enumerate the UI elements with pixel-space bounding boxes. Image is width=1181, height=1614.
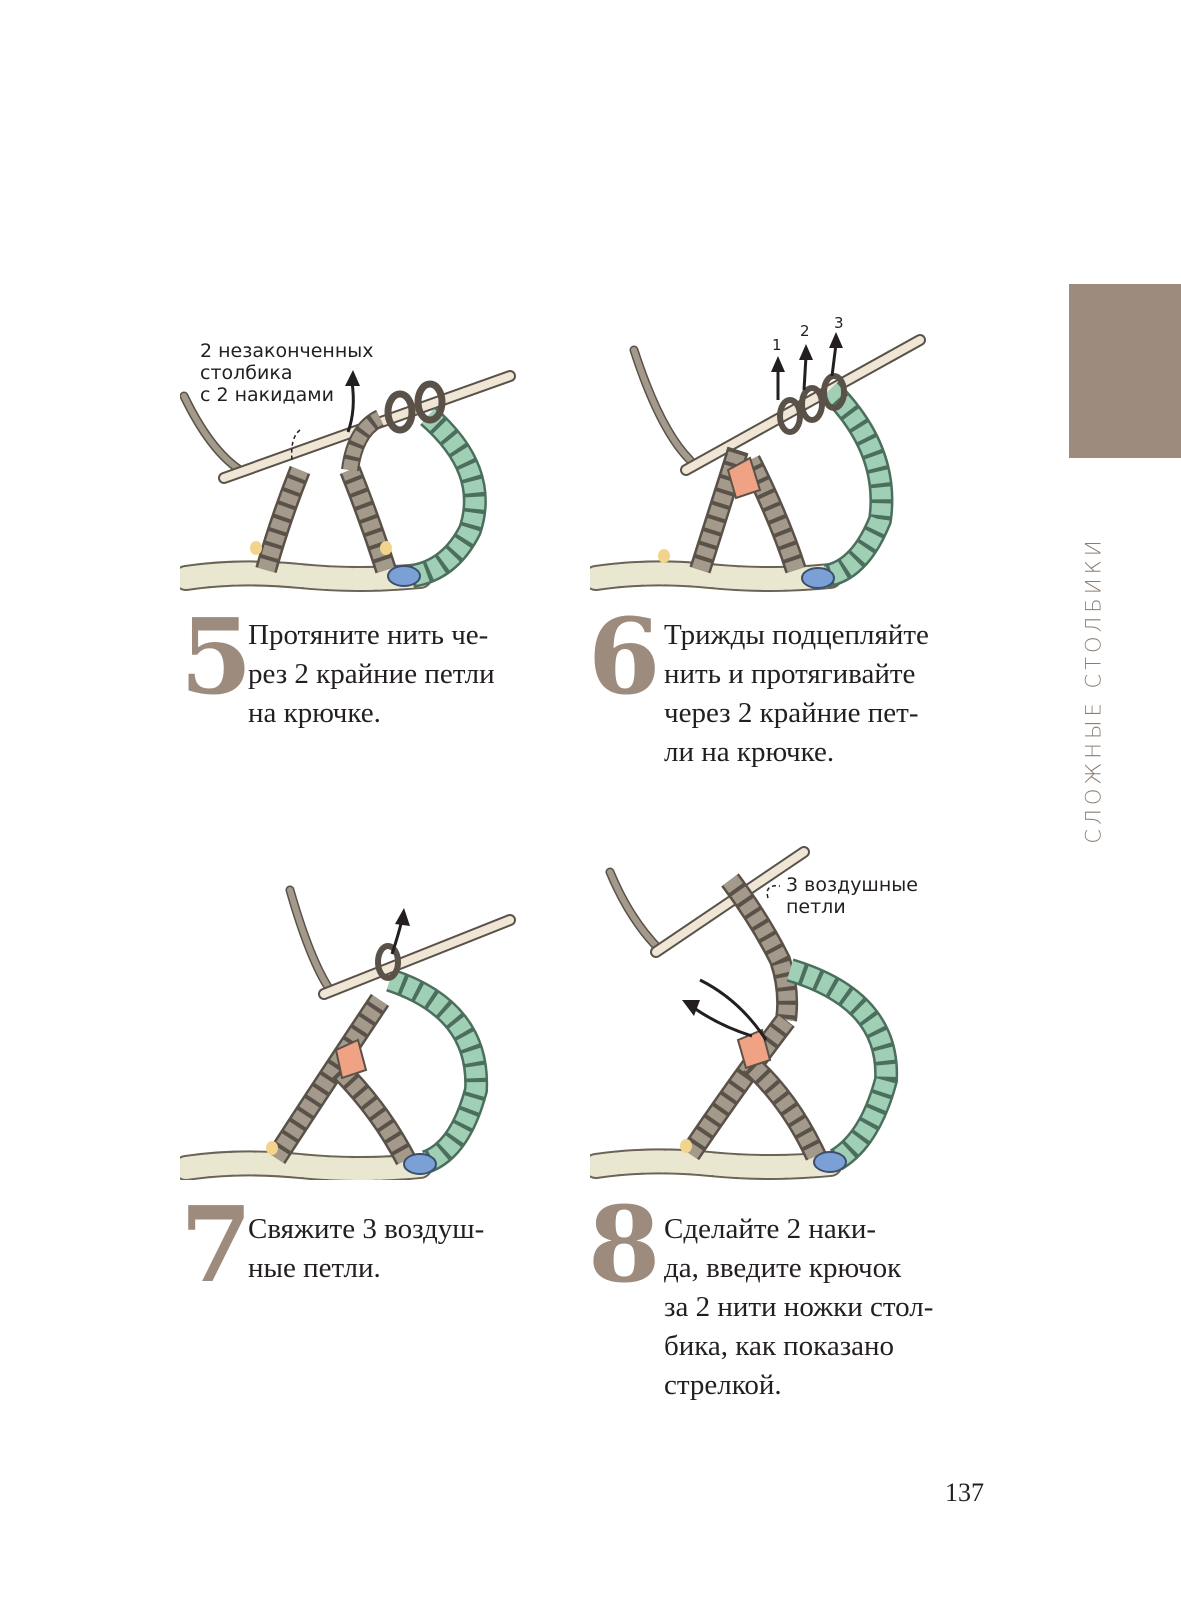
step-6-illustration <box>590 332 926 592</box>
step-8-label: 3 воздушные петли <box>786 874 918 918</box>
step-number: 6 <box>588 595 661 718</box>
step-7: 7 Свяжите 3 воздуш- ные петли. <box>180 880 540 1300</box>
section-tab <box>1069 284 1181 458</box>
step-number: 8 <box>588 1183 661 1306</box>
step-text: Свяжите 3 воздуш- ные петли. <box>248 1213 485 1284</box>
step-7-illustration <box>180 885 516 1180</box>
step-number: 5 <box>180 595 253 718</box>
arrow-number-1: 1 <box>772 336 782 354</box>
step-5-illustration <box>180 370 516 592</box>
step-8: 3 воздушные петли 8 Сделайте 2 наки- да,… <box>588 840 970 1401</box>
step-number: 7 <box>180 1183 253 1306</box>
step-5: 2 незаконченных столбика с 2 накидами 5 … <box>180 320 540 740</box>
step-6: 1 2 3 6 Трижды подцепляйте нить и протяг… <box>588 314 970 768</box>
arrow-number-3: 3 <box>834 314 844 332</box>
step-8-illustration <box>590 846 899 1180</box>
step-5-label: 2 незаконченных столбика с 2 накидами <box>200 340 374 406</box>
step-text: Сделайте 2 наки- да, введите крючок за 2… <box>664 1213 934 1401</box>
arrow-number-2: 2 <box>800 322 810 340</box>
step-text: Протяните нить че- рез 2 крайние петли н… <box>248 619 495 729</box>
page-number: 137 <box>945 1478 984 1507</box>
section-title: СЛОЖНЫЕ СТОЛБИКИ <box>1082 536 1106 844</box>
step-text: Трижды подцепляйте нить и протягивайте ч… <box>664 619 929 768</box>
